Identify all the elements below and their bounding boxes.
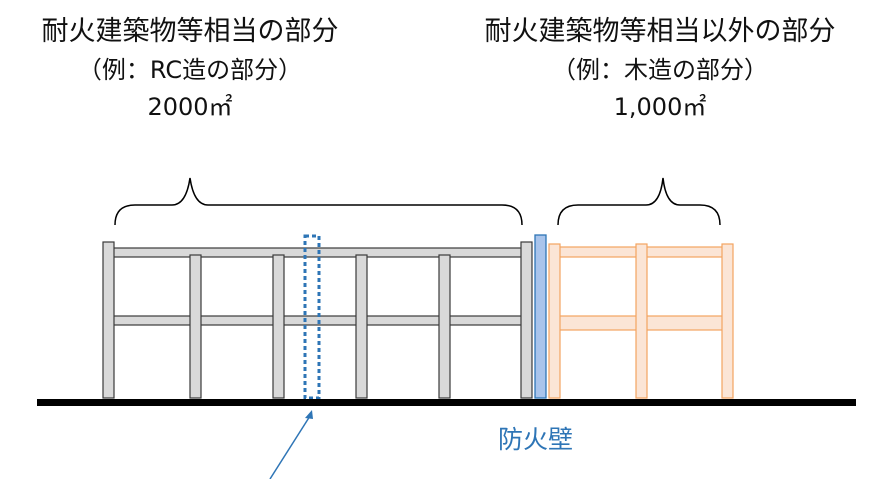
wood-section-label: 耐火建築物等相当以外の部分 （例：木造の部分） 1,000㎡ bbox=[449, 18, 871, 119]
wood-section-area: 1,000㎡ bbox=[613, 93, 707, 121]
rc-section-label: 耐火建築物等相当の部分 （例：RC造の部分） 2000㎡ bbox=[5, 18, 375, 119]
rc-column bbox=[520, 241, 533, 399]
rc-column bbox=[438, 254, 451, 399]
rc-section-example: （例：RC造の部分） bbox=[77, 56, 303, 84]
firewall bbox=[534, 234, 547, 399]
rc-section-title: 耐火建築物等相当の部分 bbox=[41, 16, 339, 47]
rc-section-area: 2000㎡ bbox=[147, 93, 233, 121]
pointer-arrow-line bbox=[269, 415, 311, 479]
rc-column bbox=[189, 254, 202, 399]
dashed-wall-marker bbox=[303, 234, 321, 400]
wood-section-brace bbox=[557, 177, 721, 226]
firewall-label: 防火壁 bbox=[498, 425, 574, 454]
wood-section-title: 耐火建築物等相当以外の部分 bbox=[484, 16, 836, 47]
pointer-arrowhead bbox=[305, 410, 313, 419]
rc-section-brace bbox=[114, 177, 523, 226]
wood-column bbox=[635, 243, 648, 399]
rc-column bbox=[272, 254, 285, 399]
rc-column bbox=[102, 241, 115, 399]
wood-column bbox=[548, 243, 561, 399]
rc-column bbox=[355, 254, 368, 399]
ground-line bbox=[37, 399, 856, 406]
wood-column bbox=[721, 243, 734, 399]
wood-section-example: （例：木造の部分） bbox=[552, 56, 768, 84]
wood-frame bbox=[548, 243, 734, 399]
